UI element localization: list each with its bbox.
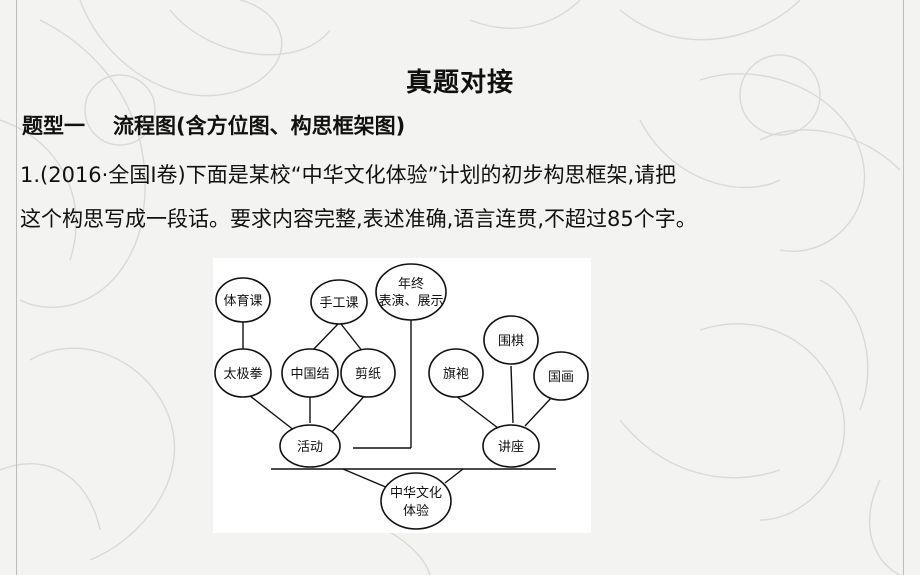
label-root-1: 中华文化: [390, 486, 442, 501]
question-text: 1.(2016·全国Ⅰ卷)下面是某校“中华文化体验”计划的初步构思框架,请把 这…: [20, 153, 900, 241]
node-chinese-knot: [281, 348, 339, 398]
label-qipao: 旗袍: [443, 366, 469, 382]
node-root: [380, 472, 452, 530]
node-taiji: [214, 348, 272, 398]
label-painting: 国画: [548, 370, 574, 385]
section-heading: 题型一 流程图(含方位图、构思框架图): [22, 110, 405, 140]
page-title: 真题对接: [405, 68, 514, 98]
section-heading-type: 题型一: [22, 114, 85, 138]
node-paper-cut: [340, 348, 396, 398]
label-chinese-knot: 中国结: [290, 367, 329, 382]
label-activity: 活动: [297, 440, 323, 455]
label-year-end-2: 表演、展示: [378, 293, 443, 309]
label-lecture: 讲座: [498, 440, 524, 455]
question-line-2: 这个构思写成一段话。要求内容完整,表述准确,语言连贯,不超过85个字。: [20, 207, 697, 231]
label-taiji: 太极拳: [223, 366, 262, 382]
label-pe-class: 体育课: [223, 293, 262, 309]
left-frame-line: [16, 0, 17, 575]
node-lecture: [482, 424, 540, 468]
label-paper-cut: 剪纸: [355, 366, 381, 382]
node-year-end: [375, 263, 447, 321]
node-painting: [533, 351, 589, 401]
section-heading-topic: 流程图(含方位图、构思框架图): [113, 114, 406, 138]
label-go-game: 围棋: [498, 334, 524, 349]
node-qipao: [428, 348, 484, 398]
node-go-game: [483, 315, 539, 365]
framework-diagram-svg: 体育课 手工课 年终 表演、展示 太极拳 中国结 剪纸 活动 旗袍 围棋 国画 …: [214, 263, 589, 530]
framework-diagram: 体育课 手工课 年终 表演、展示 太极拳 中国结 剪纸 活动 旗袍 围棋 国画 …: [213, 258, 591, 533]
question-line-1: 1.(2016·全国Ⅰ卷)下面是某校“中华文化体验”计划的初步构思框架,请把: [20, 163, 677, 187]
label-handcraft-class: 手工课: [319, 296, 358, 311]
node-pe-class: [215, 277, 271, 323]
label-year-end-1: 年终: [398, 276, 424, 292]
node-activity: [279, 424, 341, 468]
right-frame-line: [903, 0, 904, 575]
node-handcraft-class: [310, 279, 368, 325]
label-root-2: 体验: [403, 503, 429, 519]
